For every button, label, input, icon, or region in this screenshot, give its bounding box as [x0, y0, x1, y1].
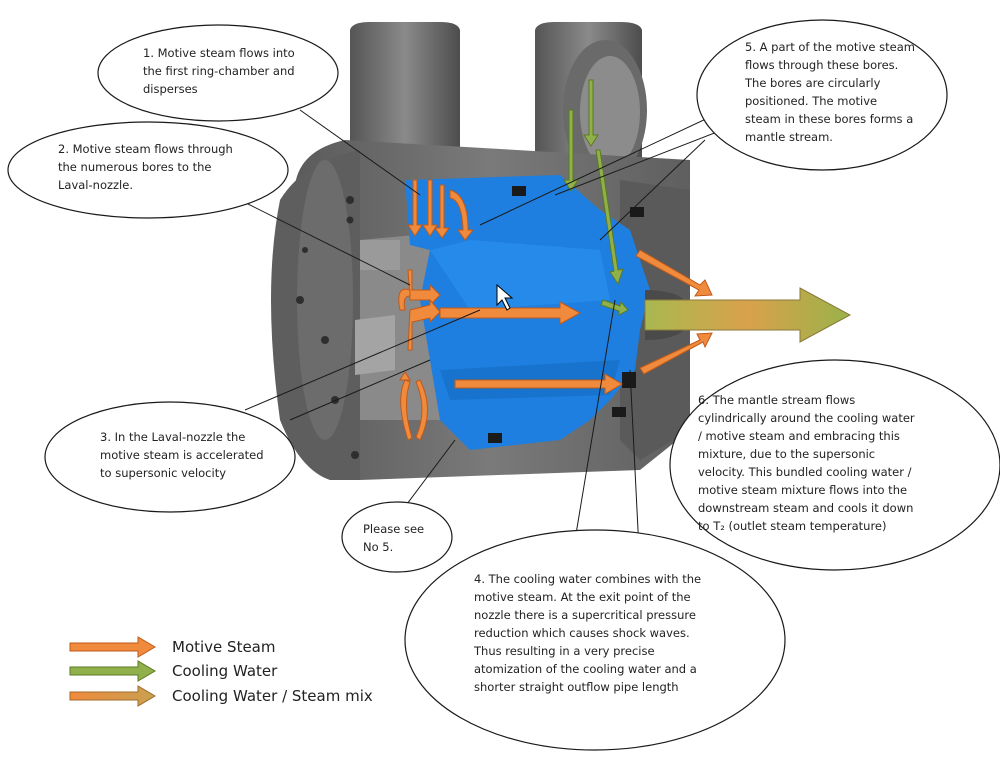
steam-inlet-pipe	[350, 22, 460, 160]
legend-motive-steam-label: Motive Steam	[172, 638, 276, 656]
mix-outflow-arrow	[644, 287, 852, 343]
green-arrow-icon	[69, 660, 156, 682]
mouse-cursor-icon	[496, 283, 514, 311]
mix-arrow-icon	[69, 685, 156, 707]
callout-1-bubble	[97, 24, 339, 122]
bolt-holes	[296, 196, 359, 459]
legend-icons	[69, 636, 156, 707]
callout-2-bubble	[7, 121, 289, 219]
callout-3-bubble	[44, 401, 296, 513]
callout-5-bubble	[696, 19, 948, 171]
motive-steam-arrows	[398, 179, 713, 441]
callout-bubbles	[7, 19, 1000, 751]
legend-cooling-water-label: Cooling Water	[172, 662, 278, 680]
orange-arrow-icon	[69, 636, 156, 658]
callout-6-bubble	[669, 359, 1000, 571]
seal-rings	[488, 186, 644, 443]
callout-4-bubble	[404, 529, 786, 751]
legend-mix-label: Cooling Water / Steam mix	[172, 687, 373, 705]
callout-see5-bubble	[341, 501, 453, 573]
mantle-stream-arrows	[715, 285, 790, 299]
cooling-water-arrows	[563, 79, 629, 316]
